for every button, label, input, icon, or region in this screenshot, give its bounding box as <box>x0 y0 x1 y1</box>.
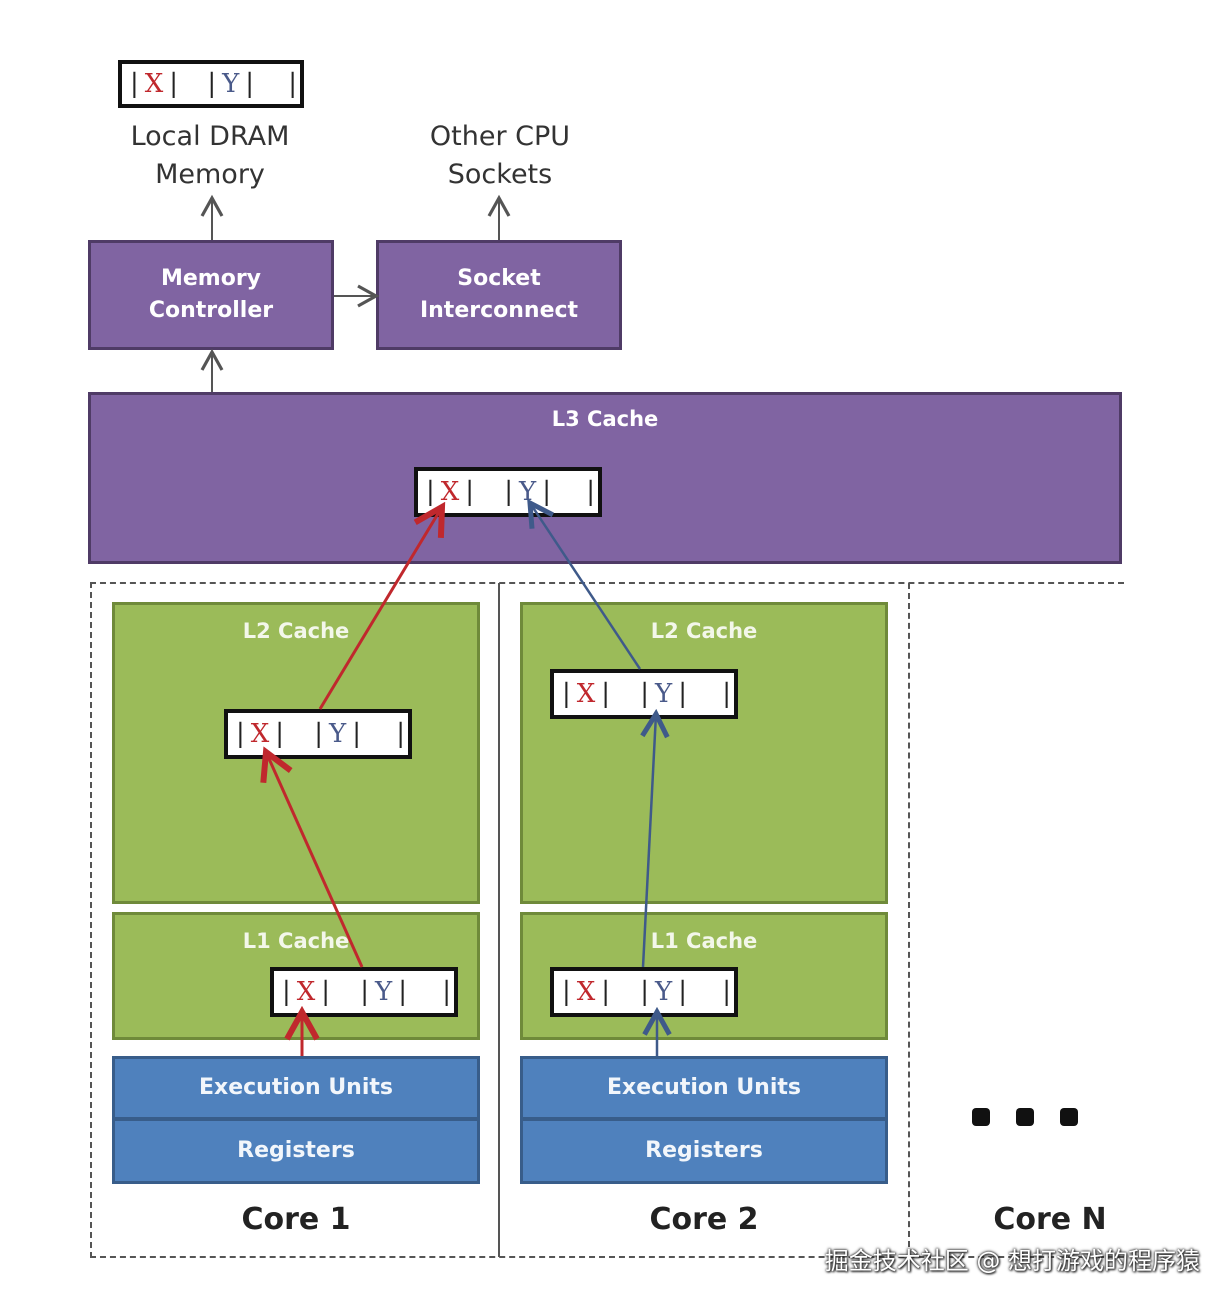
cache-line-divider: | <box>562 977 572 1007</box>
core2-l2-title: L2 Cache <box>650 619 758 643</box>
l3-cache-title: L3 Cache <box>551 407 659 431</box>
cache-line-divider: | <box>504 477 515 507</box>
core1-l2-title: L2 Cache <box>242 619 350 643</box>
core1-l1-title: L1 Cache <box>242 929 350 953</box>
cache-line-divider: | <box>130 69 140 99</box>
cache-line-divider: | <box>396 719 406 749</box>
cache-line-y: Y <box>655 977 674 1007</box>
blue-arrow-l1-to-l2 <box>643 714 656 968</box>
cache-line-divider: | <box>601 679 612 709</box>
cache-line-divider: | <box>282 977 292 1007</box>
more-cores-ellipsis <box>972 1108 1104 1130</box>
cache-line-divider: | <box>236 719 246 749</box>
cache-line-y: Y <box>655 679 674 709</box>
cache-line-y: Y <box>375 977 394 1007</box>
cache-line-divider: | <box>321 977 332 1007</box>
core-divider-2 <box>908 583 910 1257</box>
cache-line-divider: | <box>722 977 732 1007</box>
core2-registers-label: Registers <box>645 1138 763 1163</box>
red-arrow-l1-to-l2 <box>266 752 364 968</box>
cache-line-divider: | <box>426 477 436 507</box>
core1-label: Core 1 <box>241 1202 351 1237</box>
cache-line-divider: | <box>288 69 298 99</box>
cache-line-x: X <box>250 719 271 749</box>
l3-cache-box: L3 Cache <box>88 392 1122 564</box>
core2-registers: Registers <box>520 1118 888 1184</box>
core2-l1-title: L1 Cache <box>650 929 758 953</box>
cache-line-divider: | <box>562 679 572 709</box>
core1-execution-label: Execution Units <box>198 1075 393 1100</box>
core1-registers-label: Registers <box>237 1138 355 1163</box>
other-cpu-caption: Other CPU Sockets <box>429 121 571 190</box>
red-arrow-l2-to-l3 <box>318 507 442 710</box>
core2-execution-label: Execution Units <box>606 1075 801 1100</box>
cache-line-divider: | <box>352 719 362 749</box>
cache-line-x: X <box>144 69 165 99</box>
core1-l2-cache-line: |X||Y|| <box>224 709 412 759</box>
cache-line-y: Y <box>222 69 241 99</box>
cache-line-divider: | <box>398 977 408 1007</box>
cache-line-y: Y <box>329 719 348 749</box>
blue-arrow-l2-to-l3 <box>530 503 642 670</box>
cache-line-x: X <box>440 477 461 507</box>
cache-line-divider: | <box>275 719 286 749</box>
cache-line-divider: | <box>465 477 476 507</box>
cache-line-divider: | <box>442 977 452 1007</box>
socket-interconnect-box: Socket Interconnect <box>376 240 622 350</box>
core2-l2-cache: L2 Cache <box>520 602 888 904</box>
cache-line-divider: | <box>678 679 688 709</box>
cache-line-divider: | <box>601 977 612 1007</box>
dram-cache-line: |X||Y|| <box>118 60 304 108</box>
cache-line-divider: | <box>678 977 688 1007</box>
cache-line-divider: | <box>207 69 218 99</box>
core1-registers: Registers <box>112 1118 480 1184</box>
cache-line-divider: | <box>169 69 180 99</box>
cache-line-divider: | <box>542 477 552 507</box>
l3-cache-line: |X||Y|| <box>414 467 602 517</box>
cache-line-divider: | <box>640 679 651 709</box>
cache-line-x: X <box>576 977 597 1007</box>
cache-line-divider: | <box>640 977 651 1007</box>
cache-line-divider: | <box>360 977 371 1007</box>
memory-controller-label: Memory Controller <box>148 266 274 323</box>
cache-line-divider: | <box>722 679 732 709</box>
cache-line-divider: | <box>314 719 325 749</box>
socket-interconnect-label: Socket Interconnect <box>419 266 579 323</box>
cores-region <box>90 582 1124 1258</box>
cache-line-divider: | <box>586 477 596 507</box>
cache-line-divider: | <box>245 69 256 99</box>
dram-caption: Local DRAM Memory <box>130 121 290 190</box>
cache-line-x: X <box>296 977 317 1007</box>
core2-label: Core 2 <box>649 1202 759 1237</box>
cache-line-x: X <box>576 679 597 709</box>
core-divider-1 <box>498 583 500 1257</box>
memory-controller-box: Memory Controller <box>88 240 334 350</box>
coreN-label: Core N <box>993 1202 1107 1237</box>
watermark: 掘金技术社区 @ 想打游戏的程序猿 <box>824 1247 1200 1275</box>
core1-l1-cache-line: |X||Y|| <box>270 967 458 1017</box>
